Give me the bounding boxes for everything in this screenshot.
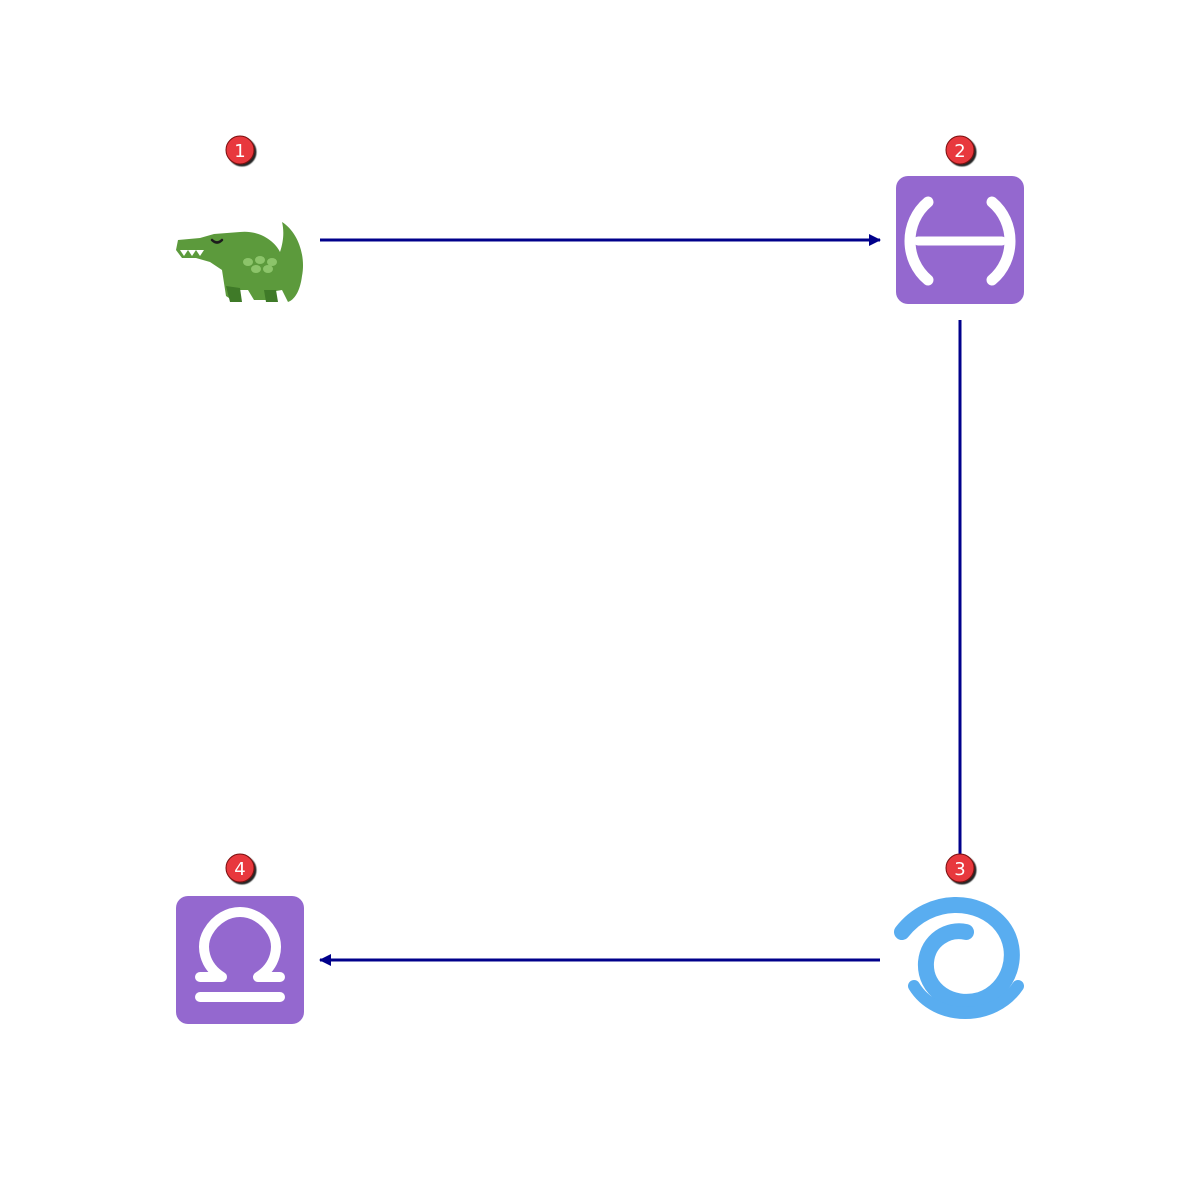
node-3[interactable]: 3 (894, 853, 1024, 1019)
cyclone-icon (894, 897, 1024, 1019)
badge-number: 2 (954, 141, 965, 162)
badge-number: 1 (234, 141, 245, 162)
libra-icon (176, 896, 304, 1024)
node-badge: 3 (945, 853, 975, 883)
node-badge: 2 (945, 135, 975, 165)
pisces-icon (896, 176, 1024, 304)
node-badge: 4 (225, 853, 255, 883)
node-1[interactable]: 1 (176, 135, 304, 302)
badge-number: 4 (234, 859, 245, 880)
crocodile-icon (176, 222, 304, 302)
badge-number: 3 (954, 859, 965, 880)
node-2[interactable]: 2 (896, 135, 1024, 304)
node-4[interactable]: 4 (176, 853, 304, 1024)
node-badge: 1 (225, 135, 255, 165)
